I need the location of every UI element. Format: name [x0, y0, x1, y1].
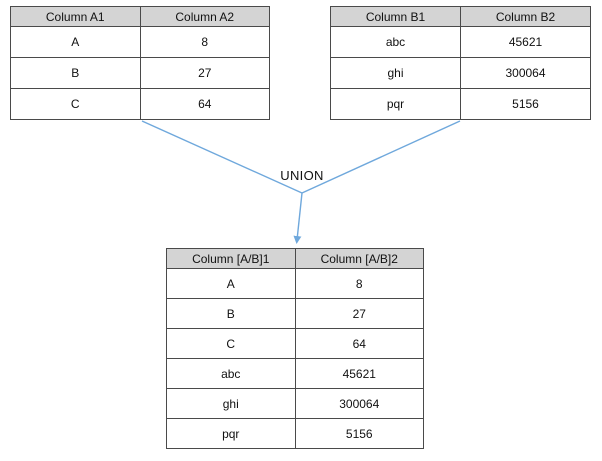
table-union-cell: abc — [166, 358, 296, 389]
table-b-cell: pqr — [330, 88, 461, 120]
table-union-result: Column [A/B]1 Column [A/B]2 A 8 B 27 C 6… — [166, 248, 424, 449]
table-a-cell: 64 — [139, 88, 270, 120]
table-a-header-cell: Column A1 — [10, 6, 141, 27]
table-union-cell: pqr — [166, 418, 296, 449]
table-b-row: abc 45621 — [330, 26, 591, 58]
table-b-row: ghi 300064 — [330, 57, 591, 89]
table-union-header-cell: Column [A/B]2 — [294, 248, 424, 269]
table-b-cell: 5156 — [460, 88, 591, 120]
table-union-row: B 27 — [166, 298, 424, 329]
table-a-cell: C — [10, 88, 141, 120]
table-union-cell: 45621 — [294, 358, 424, 389]
connector-line-right — [301, 120, 461, 194]
table-union-cell: B — [166, 298, 296, 329]
table-a-cell: 8 — [139, 26, 270, 58]
table-b: Column B1 Column B2 abc 45621 ghi 300064… — [330, 6, 591, 120]
table-b-cell: ghi — [330, 57, 461, 89]
table-union-header-row: Column [A/B]1 Column [A/B]2 — [166, 248, 424, 269]
table-union-row: pqr 5156 — [166, 418, 424, 449]
table-b-row: pqr 5156 — [330, 88, 591, 120]
table-union-cell: C — [166, 328, 296, 359]
table-union-cell: 5156 — [294, 418, 424, 449]
union-label: UNION — [280, 168, 324, 183]
table-a-header-row: Column A1 Column A2 — [10, 6, 270, 27]
table-union-row: abc 45621 — [166, 358, 424, 389]
table-b-cell: 300064 — [460, 57, 591, 89]
table-union-cell: 8 — [294, 268, 424, 299]
table-a-cell: B — [10, 57, 141, 89]
table-a-header-cell: Column A2 — [139, 6, 270, 27]
connector-line-left — [141, 120, 303, 194]
connector-arrow — [293, 192, 303, 244]
table-union-cell: ghi — [166, 388, 296, 419]
table-a: Column A1 Column A2 A 8 B 27 C 64 — [10, 6, 270, 120]
table-union-row: ghi 300064 — [166, 388, 424, 419]
table-union-header-cell: Column [A/B]1 — [166, 248, 296, 269]
table-union-row: A 8 — [166, 268, 424, 299]
table-b-cell: 45621 — [460, 26, 591, 58]
table-a-row: C 64 — [10, 88, 270, 120]
table-union-cell: 300064 — [294, 388, 424, 419]
table-b-cell: abc — [330, 26, 461, 58]
table-union-cell: A — [166, 268, 296, 299]
table-a-cell: 27 — [139, 57, 270, 89]
table-a-row: A 8 — [10, 26, 270, 58]
table-a-row: B 27 — [10, 57, 270, 89]
table-union-cell: 64 — [294, 328, 424, 359]
table-union-cell: 27 — [294, 298, 424, 329]
table-union-row: C 64 — [166, 328, 424, 359]
